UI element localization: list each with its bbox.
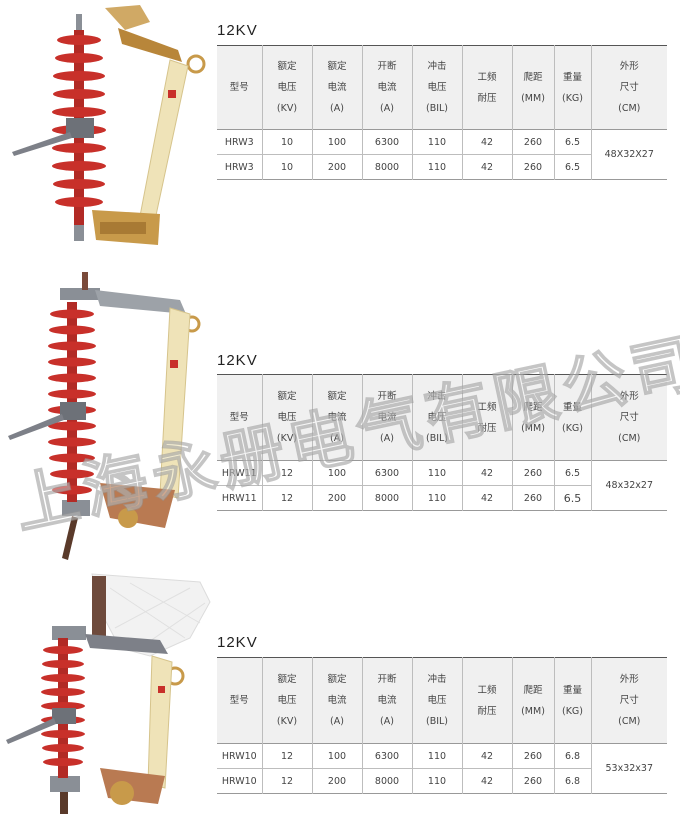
header-weight: 重量 (KG) <box>553 45 591 130</box>
cell-impulse: 110 <box>411 485 462 511</box>
cell-creepage: 260 <box>511 460 554 486</box>
cell-weight: 6.8 <box>553 743 591 769</box>
cell-current: 200 <box>311 768 362 794</box>
header-impulse-voltage: 冲击 电压 (BIL) <box>411 45 462 130</box>
table-row: HRW3 10 100 6300 110 42 260 6.5 48X32X27 <box>217 129 667 180</box>
header-creepage: 爬距 (MM) <box>511 45 554 130</box>
table-row: HRW11 12 200 8000 110 42 260 6.5 <box>217 485 667 511</box>
header-model: 型号 <box>229 412 249 423</box>
table-row: HRW10 12 100 6300 110 42 260 6.8 53x32x3… <box>217 743 667 794</box>
cell-withstand: 42 <box>461 129 512 155</box>
section-title: 12KV <box>217 22 258 39</box>
fuse-cutout-hrw10-image <box>6 573 211 814</box>
cell-dimensions: 48x32x27 <box>590 460 667 511</box>
header-rated-voltage: 额定 电压 (KV) <box>261 45 312 130</box>
product-section-3: 12KV 型号 额定 电压 (KV) 额定 电流 (A) 开断 电流 (A) 冲… <box>0 568 680 837</box>
header-breaking-current: 开断 电流 (A) <box>361 45 412 130</box>
header-power-frequency: 工频 耐压 <box>461 374 512 461</box>
cell-breaking: 8000 <box>361 768 412 794</box>
cell-weight: 6.5 <box>553 460 591 486</box>
cell-creepage: 260 <box>511 129 554 155</box>
cell-weight: 6.5 <box>553 485 591 511</box>
header-breaking-current: 开断 电流 (A) <box>361 374 412 461</box>
spec-table: 型号 额定 电压 (KV) 额定 电流 (A) 开断 电流 (A) 冲击 电压 … <box>217 657 667 794</box>
cell-breaking: 8000 <box>361 485 412 511</box>
header-dimensions: 外形 尺寸 (CM) <box>590 374 667 461</box>
cell-voltage: 10 <box>261 154 312 180</box>
header-creepage: 爬距 (MM) <box>511 374 554 461</box>
cell-creepage: 260 <box>511 743 554 769</box>
product-section-2: 12KV 型号 额定 电压 (KV) 额定 电流 (A) 开断 电流 (A) 冲… <box>0 268 680 568</box>
table-row: HRW11 12 100 6300 110 42 260 6.5 48x32x2… <box>217 460 667 511</box>
cell-weight: 6.5 <box>553 129 591 155</box>
cell-model: HRW3 <box>224 161 254 173</box>
header-rated-voltage: 额定 电压 (KV) <box>261 657 312 744</box>
cell-creepage: 260 <box>511 768 554 794</box>
header-creepage: 爬距 (MM) <box>511 657 554 744</box>
spec-table: 型号 额定 电压 (KV) 额定 电流 (A) 开断 电流 (A) 冲击 电压 … <box>217 374 667 511</box>
header-power-frequency: 工频 耐压 <box>461 657 512 744</box>
cell-impulse: 110 <box>411 460 462 486</box>
cell-model: HRW11 <box>221 467 257 479</box>
header-impulse-voltage: 冲击 电压 (BIL) <box>411 374 462 461</box>
cell-dimensions: 48X32X27 <box>590 129 667 180</box>
cell-current: 100 <box>311 743 362 769</box>
cell-withstand: 42 <box>461 154 512 180</box>
header-weight: 重量 (KG) <box>553 657 591 744</box>
header-dimensions: 外形 尺寸 (CM) <box>590 45 667 130</box>
header-rated-current: 额定 电流 (A) <box>311 657 362 744</box>
cell-breaking: 6300 <box>361 129 412 155</box>
header-model: 型号 <box>229 695 249 706</box>
section-title: 12KV <box>217 634 258 651</box>
header-rated-current: 额定 电流 (A) <box>311 45 362 130</box>
header-impulse-voltage: 冲击 电压 (BIL) <box>411 657 462 744</box>
header-model: 型号 <box>229 82 249 93</box>
cell-voltage: 12 <box>261 485 312 511</box>
cell-current: 100 <box>311 460 362 486</box>
cell-voltage: 12 <box>261 768 312 794</box>
cell-breaking: 6300 <box>361 743 412 769</box>
header-weight: 重量 (KG) <box>553 374 591 461</box>
header-breaking-current: 开断 电流 (A) <box>361 657 412 744</box>
fuse-cutout-hrw11-image <box>8 272 201 560</box>
cell-impulse: 110 <box>411 768 462 794</box>
cell-impulse: 110 <box>411 154 462 180</box>
header-rated-voltage: 额定 电压 (KV) <box>261 374 312 461</box>
cell-current: 200 <box>311 154 362 180</box>
cell-weight: 6.8 <box>553 768 591 794</box>
cell-voltage: 10 <box>261 129 312 155</box>
header-power-frequency: 工频 耐压 <box>461 45 512 130</box>
product-section-1: 12KV 型号 额定 电压 (KV) 额定 电流 (A) 开断 电流 (A) 冲… <box>0 0 680 260</box>
cell-withstand: 42 <box>461 485 512 511</box>
cell-current: 100 <box>311 129 362 155</box>
cell-voltage: 12 <box>261 460 312 486</box>
cell-creepage: 260 <box>511 154 554 180</box>
cell-dimensions: 53x32x37 <box>590 743 667 794</box>
cell-breaking: 8000 <box>361 154 412 180</box>
fuse-cutout-hrw3-image <box>12 5 206 245</box>
header-dimensions: 外形 尺寸 (CM) <box>590 657 667 744</box>
cell-creepage: 260 <box>511 485 554 511</box>
header-rated-current: 额定 电流 (A) <box>311 374 362 461</box>
cell-impulse: 110 <box>411 743 462 769</box>
cell-voltage: 12 <box>261 743 312 769</box>
cell-impulse: 110 <box>411 129 462 155</box>
table-row: HRW3 10 200 8000 110 42 260 6.5 <box>217 154 667 180</box>
cell-model: HRW3 <box>224 136 254 148</box>
cell-model: HRW11 <box>221 492 257 504</box>
section-title: 12KV <box>217 352 258 369</box>
cell-model: HRW10 <box>221 775 257 787</box>
spec-table: 型号 额定 电压 (KV) 额定 电流 (A) 开断 电流 (A) 冲击 电压 … <box>217 45 667 180</box>
cell-withstand: 42 <box>461 743 512 769</box>
cell-weight: 6.5 <box>553 154 591 180</box>
cell-withstand: 42 <box>461 768 512 794</box>
cell-current: 200 <box>311 485 362 511</box>
cell-breaking: 6300 <box>361 460 412 486</box>
cell-withstand: 42 <box>461 460 512 486</box>
cell-model: HRW10 <box>221 750 257 762</box>
table-row: HRW10 12 200 8000 110 42 260 6.8 <box>217 768 667 794</box>
